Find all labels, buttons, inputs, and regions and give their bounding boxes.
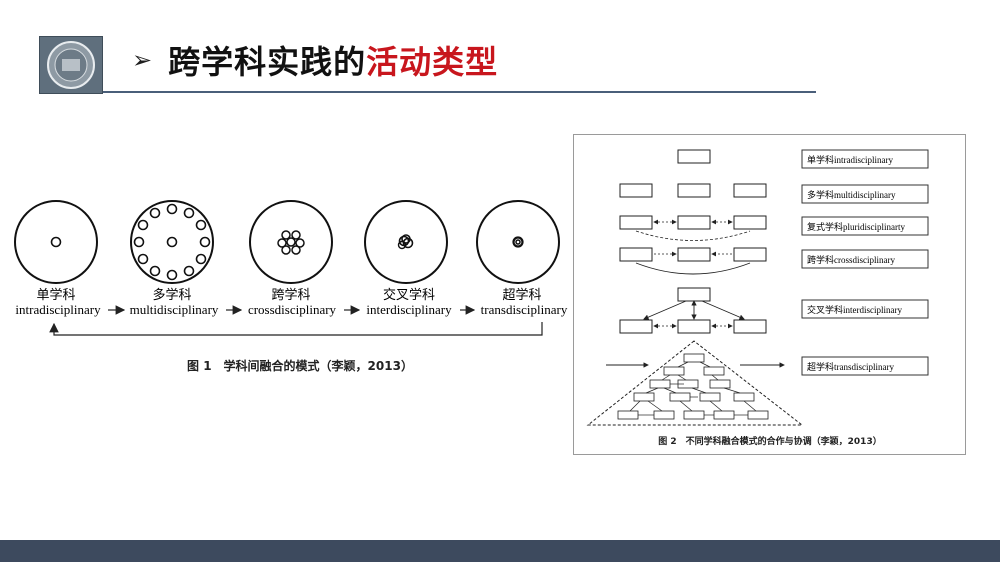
school-seal-icon	[47, 41, 95, 89]
link-arrow	[643, 300, 687, 320]
type-label-en: intradisciplinary	[15, 302, 101, 317]
type-label-cn: 跨学科	[271, 287, 310, 302]
type-label-cn: 超学科	[502, 287, 541, 302]
model-intradisciplinary	[14, 200, 98, 284]
level-diagrams	[619, 149, 767, 334]
figure-2-diagram: 单学科intradisciplinary 多学科multidisciplinar…	[586, 149, 929, 447]
model-interdisciplinary	[364, 200, 448, 284]
title-accent-text: 活动类型	[366, 43, 499, 81]
level-label: 多学科multidisciplinary	[807, 189, 896, 200]
title-bullet-icon: ➢	[132, 46, 153, 74]
type-label-en: multidisciplinary	[130, 302, 219, 317]
school-logo	[39, 36, 103, 94]
figure-1-diagram: 单学科 intradisciplinary 多学科 multidisciplin…	[14, 200, 568, 373]
figure-2: 单学科intradisciplinary 多学科multidisciplinar…	[573, 134, 966, 455]
link-arc	[635, 230, 751, 241]
level-label: 单学科intradisciplinary	[807, 154, 893, 165]
type-label-cn: 单学科	[36, 287, 75, 302]
figure-2-caption: 图 2 不同学科融合模式的合作与协调（李颖，2013）	[658, 435, 881, 447]
figure-1-caption: 图 1 学科间融合的模式（李颖，2013）	[187, 358, 413, 373]
link-arc	[635, 262, 751, 275]
type-label-cn: 多学科	[152, 287, 191, 302]
level-labels: 单学科intradisciplinary 多学科multidisciplinar…	[801, 149, 929, 376]
level-label: 复式学科pluridisciplinarty	[807, 221, 905, 232]
level-label: 跨学科crossdisciplinary	[807, 254, 895, 265]
type-label-cn: 交叉学科	[383, 287, 435, 302]
title-underline	[103, 91, 816, 93]
model-transdisciplinary	[476, 200, 560, 284]
transdisciplinary-network	[586, 340, 804, 426]
return-loop-arrow	[49, 322, 543, 336]
type-label-en: crossdisciplinary	[248, 302, 337, 317]
type-label-en: interdisciplinary	[366, 302, 452, 317]
figure-1: 单学科 intradisciplinary 多学科 multidisciplin…	[4, 172, 574, 382]
level-label: 交叉学科interdisciplinary	[807, 304, 902, 315]
title-main-text: 跨学科实践的	[168, 43, 367, 81]
type-label-en: transdisciplinary	[481, 302, 568, 317]
link-arrow	[701, 300, 745, 320]
level-label: 超学科transdisciplinary	[807, 361, 894, 372]
footer-bar	[0, 540, 1000, 562]
model-multidisciplinary	[130, 200, 214, 284]
model-crossdisciplinary	[249, 200, 333, 284]
slide-title: ➢ 跨学科实践的活动类型	[132, 38, 498, 82]
